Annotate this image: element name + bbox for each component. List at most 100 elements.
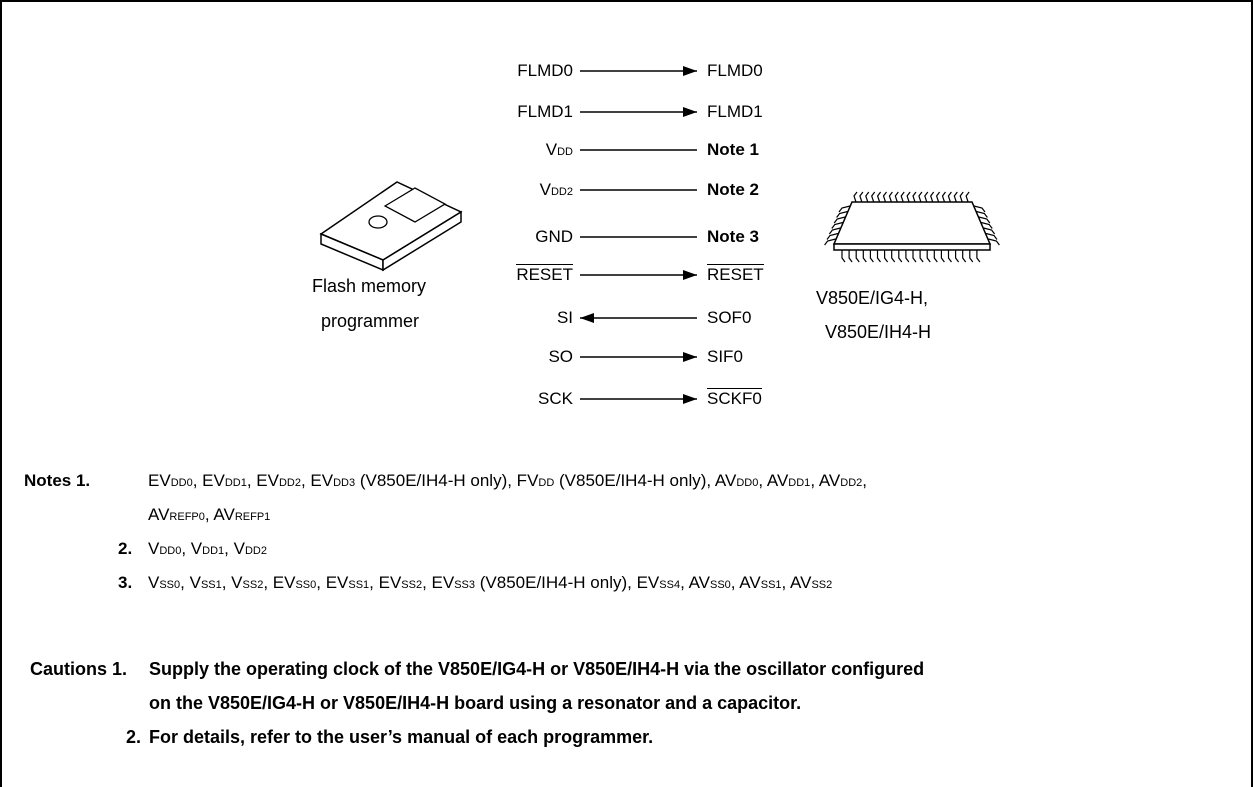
signal-left-text: FLMD1 <box>517 102 573 121</box>
arrow-right-icon <box>683 270 697 280</box>
note-text: EV <box>148 471 171 490</box>
note-text: , EV <box>300 471 334 490</box>
note-subscript: SS2 <box>242 579 264 591</box>
signal-right-text: FLMD0 <box>707 61 763 80</box>
note-subscript: SS1 <box>348 579 370 591</box>
note-subscript: SS4 <box>659 579 681 591</box>
note-subscript: SS2 <box>401 579 423 591</box>
note-text: V <box>148 573 160 592</box>
signal-right-label: FLMD1 <box>707 102 763 122</box>
signal-left-label: VDD2 <box>453 180 573 202</box>
note-text: , EV <box>316 573 349 592</box>
programmer-label-2: programmer <box>321 311 420 331</box>
note-subscript: SS3 <box>454 579 476 591</box>
signal-left-main: V <box>545 140 558 159</box>
signal-right-label: SCKF0 <box>707 388 762 409</box>
signal-left-text: SI <box>556 308 573 327</box>
note-subscript: DD2 <box>840 477 863 489</box>
caution-1-line-1: Supply the operating clock of the V850E/… <box>149 659 925 679</box>
note-subscript: DD3 <box>333 477 356 489</box>
signal-left-main: V <box>539 180 551 199</box>
note-subscript: SS1 <box>200 579 222 591</box>
note-text: , V <box>181 539 203 558</box>
signal-right-label: RESET <box>707 264 764 285</box>
signal-left-label: FLMD0 <box>453 61 573 81</box>
signal-left-text: SCK <box>538 389 573 408</box>
note-text: (V850E/IH4-H only), EV <box>475 573 660 592</box>
note-2-text: VDD0, VDD1, VDD2 <box>148 539 267 561</box>
signal-left-label: VDD <box>453 140 573 162</box>
note-text: , EV <box>246 471 279 490</box>
microcontroller-chip-icon <box>824 191 1000 263</box>
note-subscript: DD2 <box>244 545 267 557</box>
note-text: , V <box>180 573 201 592</box>
signal-right-label: SIF0 <box>707 347 743 367</box>
note-text: , <box>862 471 867 490</box>
signal-left-label: SO <box>453 347 573 367</box>
note-subscript: SS0 <box>710 579 731 591</box>
signal-right-text: Note 1 <box>707 140 759 159</box>
note-subscript: SS1 <box>760 579 782 591</box>
signal-left-label: RESET <box>453 264 573 285</box>
caution-2-number: 2. <box>126 727 142 747</box>
note-subscript: DD1 <box>224 477 247 489</box>
signal-left-label: GND <box>453 227 573 247</box>
signal-left-text: GND <box>535 227 573 246</box>
signal-right-text: SCKF0 <box>707 388 762 408</box>
signal-left-label: SI <box>453 308 573 328</box>
cautions-heading: Cautions 1. <box>30 659 128 679</box>
device-label-2: V850E/IH4-H <box>825 322 932 342</box>
arrow-right-icon <box>683 107 697 117</box>
signal-right-text: Note 2 <box>707 180 759 199</box>
note-3-text: VSS0, VSS1, VSS2, EVSS0, EVSS1, EVSS2, E… <box>148 573 832 595</box>
note-text: , AV <box>758 471 789 490</box>
note-subscript: DD <box>538 477 555 489</box>
notes-heading: Notes 1. <box>24 471 91 490</box>
signal-left-text: SO <box>548 347 573 366</box>
note-subscript: DD1 <box>202 545 225 557</box>
signal-right-text: SOF0 <box>707 308 752 327</box>
note-text: , EV <box>369 573 402 592</box>
signal-left-text: FLMD0 <box>517 61 573 80</box>
signal-right-label: Note 3 <box>707 227 759 247</box>
signal-right-label: SOF0 <box>707 308 751 328</box>
signal-left-text: RESET <box>516 264 573 284</box>
device-label-1: V850E/IG4-H, <box>816 288 929 308</box>
note-text: AV <box>148 505 170 524</box>
note-text: , AV <box>204 505 235 524</box>
note-subscript: REFP0 <box>169 511 205 523</box>
signal-right-label: FLMD0 <box>707 61 763 81</box>
note-2-number: 2. <box>118 539 133 558</box>
programmer-icon <box>319 181 463 272</box>
note-subscript: DD1 <box>788 477 811 489</box>
signal-left-subscript: DD <box>557 146 573 158</box>
note-text: V <box>148 539 160 558</box>
note-text: , EV <box>192 471 225 490</box>
signal-right-text: SIF0 <box>707 347 743 366</box>
note-subscript: DD0 <box>170 477 193 489</box>
arrow-right-icon <box>683 394 697 404</box>
signal-left-label: FLMD1 <box>453 102 573 122</box>
note-text: (V850E/IH4-H only), FV <box>355 471 539 490</box>
arrow-right-icon <box>683 352 697 362</box>
signal-right-label: Note 1 <box>707 140 759 160</box>
note-subscript: SS0 <box>159 579 181 591</box>
signal-right-text: RESET <box>707 264 764 284</box>
note-subscript: SS0 <box>295 579 317 591</box>
note-text: , EV <box>422 573 455 592</box>
note-subscript: DD0 <box>159 545 182 557</box>
note-text: , AV <box>680 573 710 592</box>
signal-left-subscript: DD2 <box>550 186 573 198</box>
caution-1-line-2: on the V850E/IG4-H or V850E/IH4-H board … <box>149 693 802 713</box>
note-1-line-1: EVDD0, EVDD1, EVDD2, EVDD3 (V850E/IH4-H … <box>148 471 867 493</box>
arrow-right-icon <box>683 66 697 76</box>
signal-right-text: FLMD1 <box>707 102 763 121</box>
note-text: , V <box>221 573 243 592</box>
note-subscript: DD2 <box>278 477 301 489</box>
note-text: , AV <box>781 573 812 592</box>
note-text: , AV <box>730 573 761 592</box>
arrow-left-icon <box>580 313 594 323</box>
note-1-line-2: AVREFP0, AVREFP1 <box>148 505 270 527</box>
note-subscript: DD0 <box>736 477 759 489</box>
note-text: , EV <box>263 573 296 592</box>
